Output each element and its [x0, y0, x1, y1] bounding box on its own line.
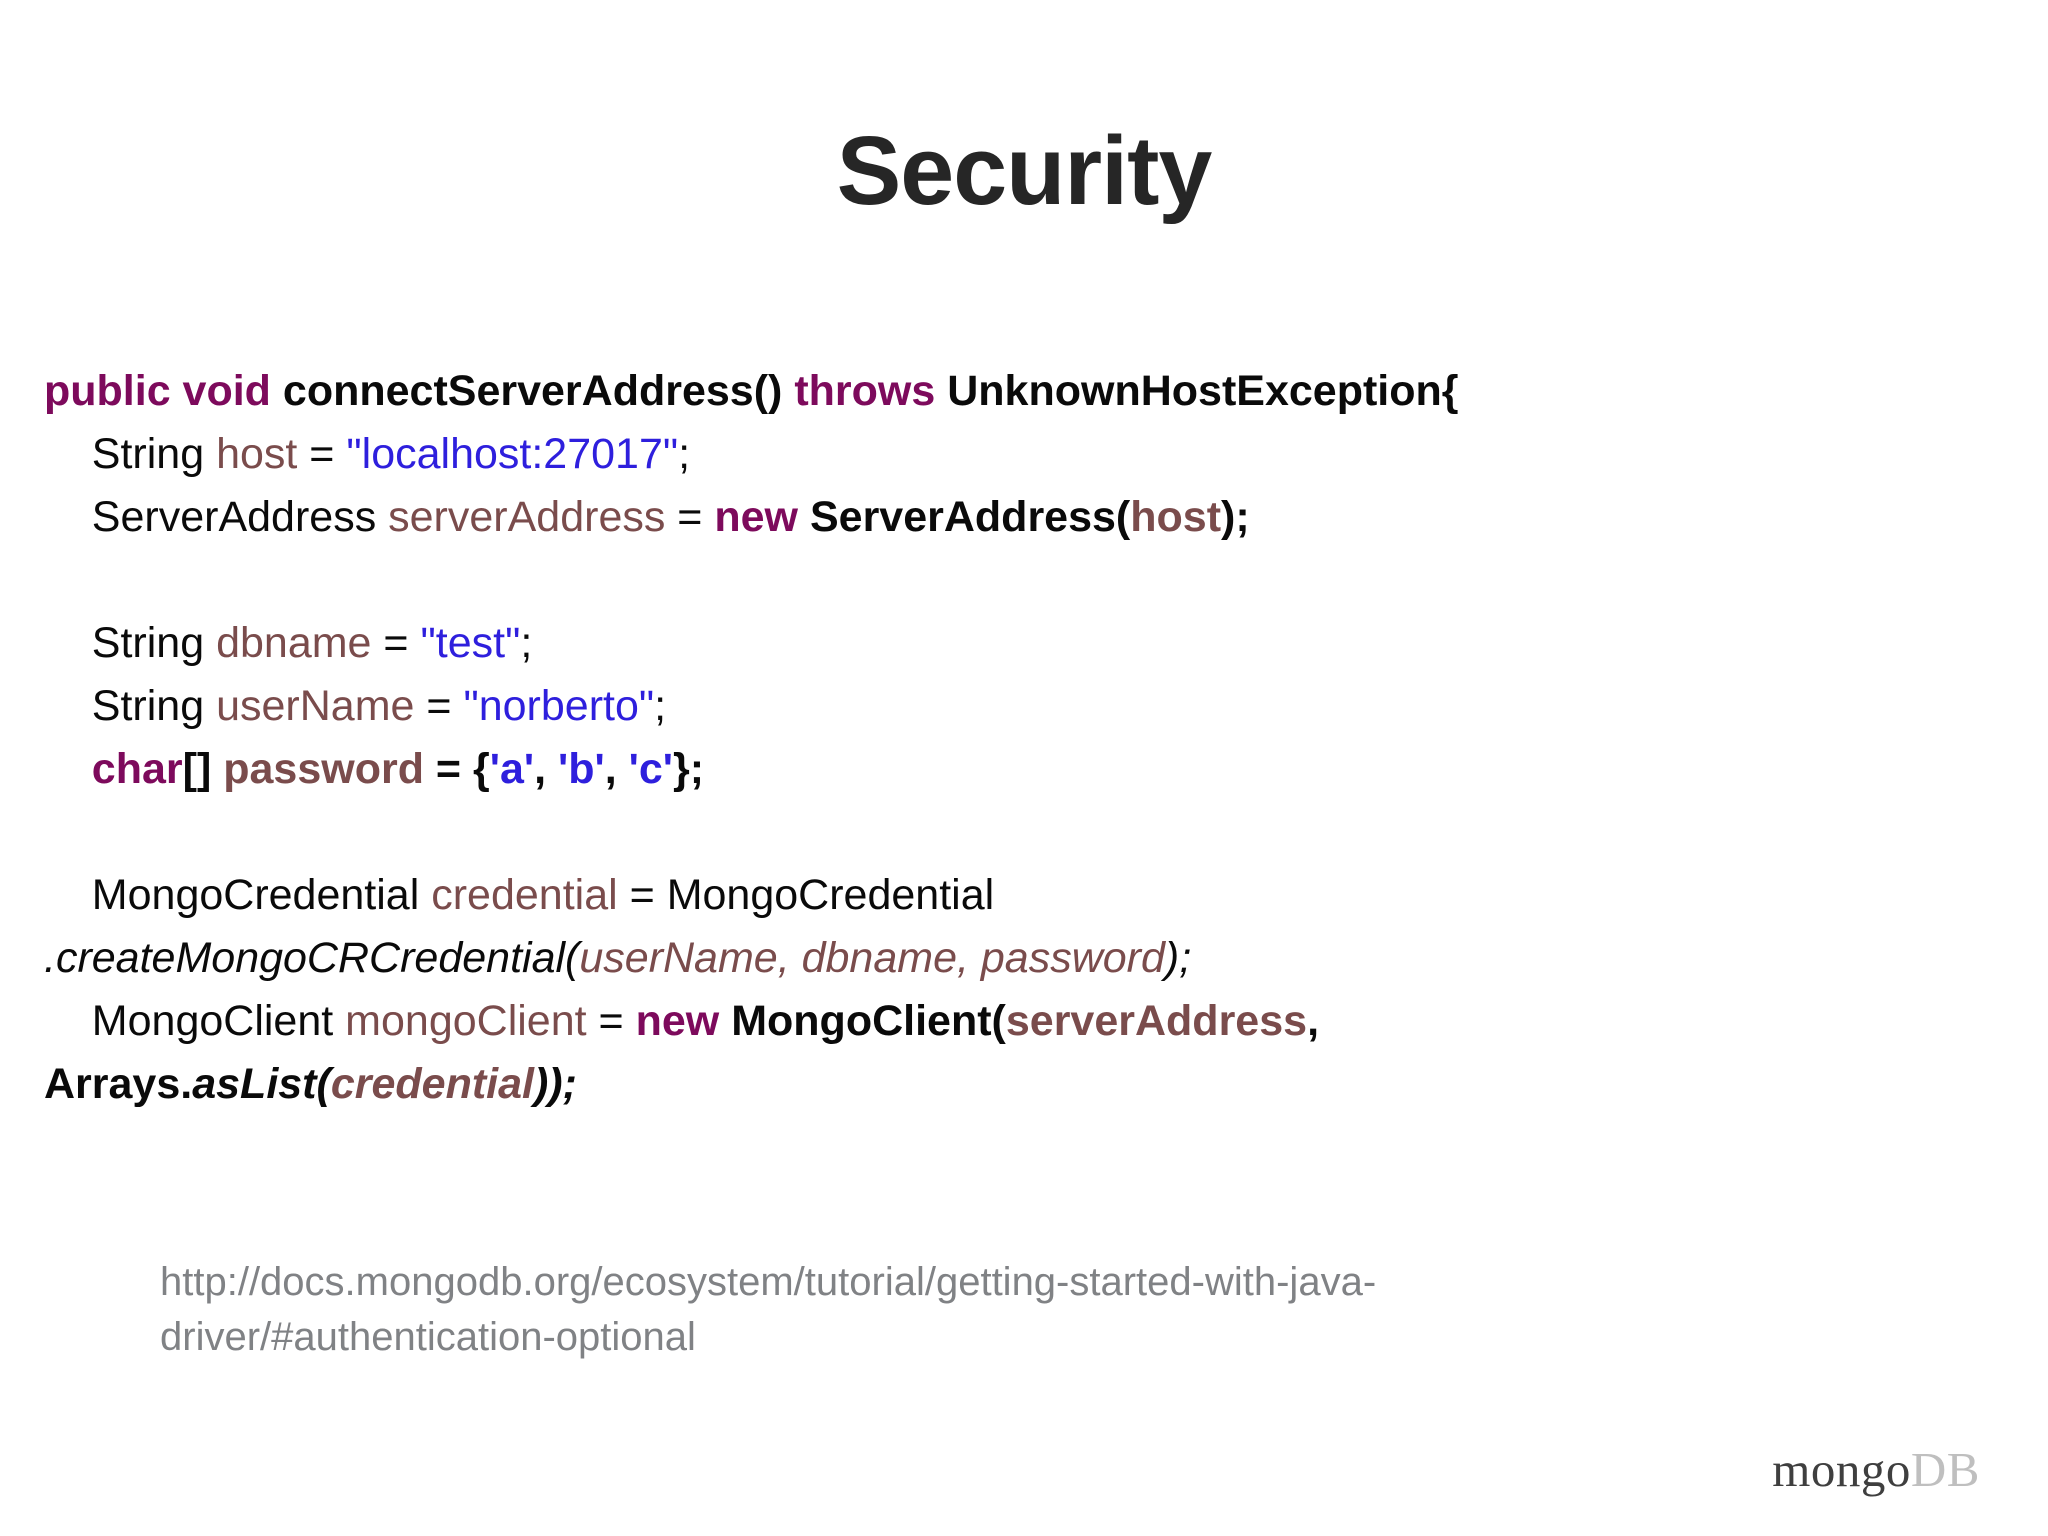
code-token: host [1130, 493, 1222, 541]
code-token: ; [520, 619, 533, 667]
code-token: "test" [420, 619, 521, 667]
code-token: throws [794, 367, 936, 415]
code-token: serverAddress [388, 493, 666, 541]
code-token [782, 367, 794, 415]
code-token: ); [1221, 493, 1250, 541]
code-line [44, 801, 1944, 864]
code-token: asList( [192, 1060, 331, 1108]
code-token: .createMongoCRCredential( [44, 934, 580, 982]
code-token: = [297, 430, 347, 478]
code-token [271, 367, 283, 415]
code-token: new [714, 493, 799, 541]
mongodb-logo: mongoDB [1772, 1445, 1980, 1494]
code-token: [] [182, 745, 224, 793]
code-line: MongoClient mongoClient = new MongoClien… [44, 990, 1944, 1053]
code-token: ); [1164, 934, 1192, 982]
code-line: char[] password = {'a', 'b', 'c'}; [44, 738, 1944, 801]
code-line: .createMongoCRCredential(userName, dbnam… [44, 927, 1944, 990]
code-token: host [216, 430, 298, 478]
code-token: char [91, 745, 183, 793]
code-token: 'a' [489, 745, 535, 793]
code-token: String [44, 619, 217, 667]
code-token: , [604, 745, 629, 793]
code-token: String [44, 682, 217, 730]
code-token: password [223, 745, 424, 793]
code-token: mongoClient [345, 997, 587, 1045]
code-token: serverAddress [1005, 997, 1308, 1045]
code-line: ServerAddress serverAddress = new Server… [44, 486, 1944, 549]
code-token: 'c' [628, 745, 673, 793]
code-line [44, 549, 1944, 612]
code-token: userName, dbname, password [579, 934, 1165, 982]
code-token: }; [673, 745, 705, 793]
code-token: = [586, 997, 636, 1045]
code-token: MongoClient( [731, 997, 1006, 1045]
code-token: )); [533, 1060, 577, 1108]
code-token: = MongoCredential [617, 871, 995, 919]
code-line: public void connectServerAddress() throw… [44, 360, 1944, 423]
code-token: "norberto" [463, 682, 655, 730]
code-token: new [635, 997, 720, 1045]
code-line: String dbname = "test"; [44, 612, 1944, 675]
code-token: , [534, 745, 558, 793]
code-line: String userName = "norberto"; [44, 675, 1944, 738]
logo-mongo-text: mongo [1772, 1442, 1911, 1497]
code-token: UnknownHostException{ [947, 367, 1459, 415]
code-token: connectServerAddress() [282, 367, 783, 415]
reference-url[interactable]: http://docs.mongodb.org/ecosystem/tutori… [160, 1260, 1377, 1359]
code-token: ServerAddress( [809, 493, 1131, 541]
code-token: userName [216, 682, 415, 730]
page-title: Security [836, 116, 1213, 225]
code-line: Arrays.asList(credential)); [44, 1053, 1944, 1116]
code-token: = [371, 619, 421, 667]
code-block: public void connectServerAddress() throw… [44, 360, 1944, 1116]
code-token: ServerAddress [44, 493, 389, 541]
code-token: "localhost:27017" [346, 430, 679, 478]
code-token: dbname [216, 619, 372, 667]
code-token: ; [678, 430, 691, 478]
code-token: = [414, 682, 464, 730]
logo-db-text: DB [1910, 1442, 1980, 1497]
code-token: = { [423, 745, 490, 793]
code-token: MongoCredential [44, 871, 432, 919]
code-token: public void [44, 367, 271, 415]
code-token [719, 997, 731, 1045]
code-line: MongoCredential credential = MongoCreden… [44, 864, 1944, 927]
code-token: 'b' [558, 745, 605, 793]
code-token: credential [431, 871, 618, 919]
code-token: credential [330, 1060, 534, 1108]
code-token [44, 745, 92, 793]
code-token: = [665, 493, 715, 541]
code-token: ; [654, 682, 667, 730]
code-token: MongoClient [44, 997, 346, 1045]
code-token [798, 493, 810, 541]
code-token: , [1307, 997, 1320, 1045]
code-token: Arrays. [44, 1060, 193, 1108]
code-line: String host = "localhost:27017"; [44, 423, 1944, 486]
code-token [935, 367, 947, 415]
code-token: String [44, 430, 217, 478]
